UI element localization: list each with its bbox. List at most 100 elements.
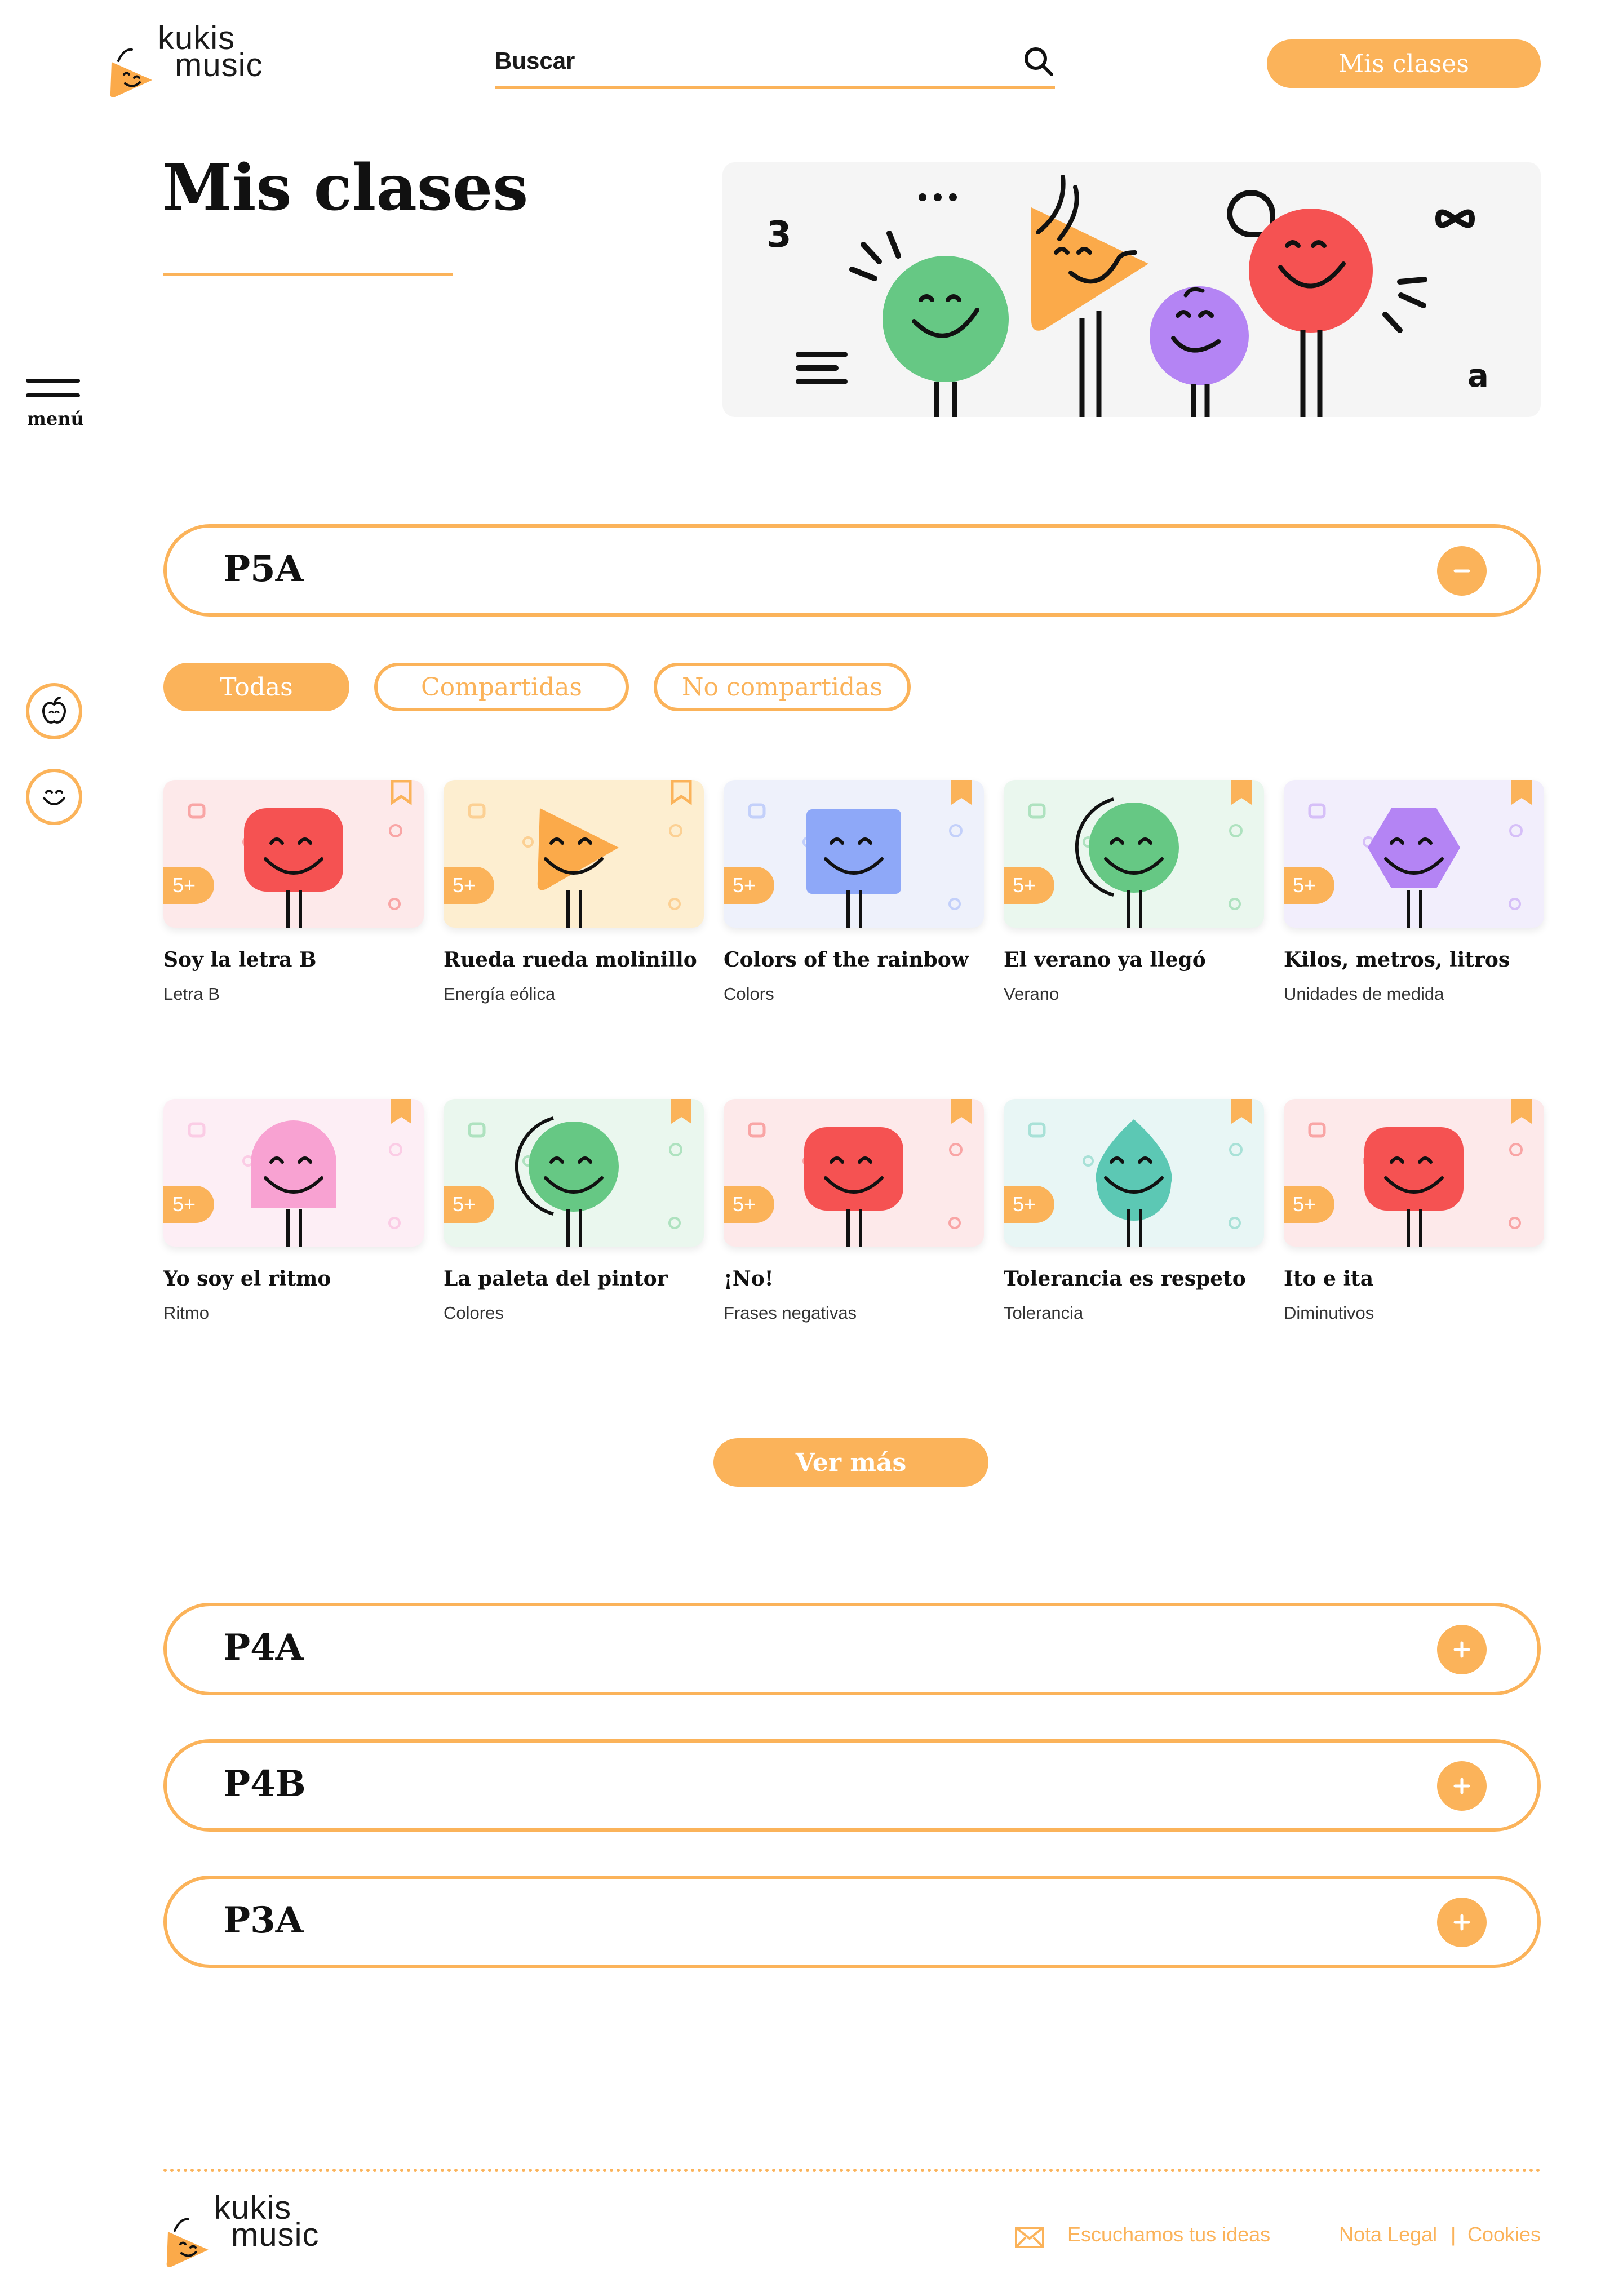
lesson-thumbnail[interactable]: 5+ [724,1099,984,1247]
class-accordion-p5a[interactable]: P5A [163,524,1541,617]
lesson-character-illustration [748,1122,963,1247]
bookmark-icon[interactable] [670,780,693,806]
lesson-subtitle: Ritmo [163,1303,209,1323]
expand-button[interactable] [1437,1625,1487,1674]
bookmark-icon[interactable] [390,1099,413,1125]
lesson-character-illustration [468,1116,682,1247]
footer-cookies-link[interactable]: Cookies [1467,2223,1541,2246]
lesson-title[interactable]: El verano ya llegó [1004,948,1206,972]
apple-icon [42,697,66,724]
ver-mas-button[interactable]: Ver más [713,1438,988,1487]
expand-button[interactable] [1437,1898,1487,1947]
hero-illustration: 3 a [722,162,1541,417]
search-icon[interactable] [1021,44,1055,78]
lesson-title[interactable]: Yo soy el ritmo [163,1267,331,1291]
footer-separator: | [1451,2223,1456,2246]
lesson-card[interactable]: 5+ ¡No! Frases negativas [724,1099,984,1323]
lesson-subtitle: Letra B [163,984,220,1004]
lesson-thumbnail[interactable]: 5+ [724,780,984,928]
lesson-subtitle: Verano [1004,984,1059,1004]
lesson-character-illustration [1308,1122,1523,1247]
lesson-thumbnail[interactable]: 5+ [163,780,424,928]
side-apple-button[interactable] [26,683,82,739]
lesson-character-illustration [748,803,963,928]
mis-clases-button[interactable]: Mis clases [1267,39,1541,88]
filter-no-compartidas[interactable]: No compartidas [654,663,911,711]
age-badge: 5+ [1284,867,1334,904]
lesson-character-illustration [1028,1119,1243,1247]
filter-compartidas[interactable]: Compartidas [374,663,629,711]
lesson-thumbnail[interactable]: 5+ [1004,1099,1264,1247]
age-badge: 5+ [1284,1186,1334,1223]
footer-logo[interactable]: kukis music [163,2192,332,2277]
footer-divider [163,2169,1541,2172]
lesson-thumbnail[interactable]: 5+ [163,1099,424,1247]
bookmark-icon[interactable] [950,780,973,806]
lesson-title[interactable]: Ito e ita [1284,1267,1374,1291]
bookmark-icon[interactable] [1510,780,1533,806]
collapse-button[interactable] [1437,546,1487,596]
lesson-thumbnail[interactable]: 5+ [1284,780,1544,928]
menu-line [26,379,80,383]
lesson-subtitle: Tolerancia [1004,1303,1084,1323]
bookmark-icon[interactable] [1230,780,1253,806]
search-input[interactable]: Buscar [495,47,575,74]
brand-wordmark: kukis music [158,22,263,83]
class-name: P3A [223,1899,304,1942]
expand-button[interactable] [1437,1761,1487,1811]
class-accordion-p4a[interactable]: P4A [163,1603,1541,1695]
minus-icon [1453,569,1470,573]
brand-line-2: music [231,2217,320,2253]
lesson-title[interactable]: Rueda rueda molinillo [444,948,697,972]
bookmark-icon[interactable] [1230,1099,1253,1125]
lesson-subtitle: Frases negativas [724,1303,857,1323]
menu-button[interactable]: menú [26,379,84,435]
lesson-card[interactable]: 5+ Soy la letra B Letra B [163,780,424,1004]
title-underline [163,273,453,276]
lesson-thumbnail[interactable]: 5+ [1004,780,1264,928]
age-badge: 5+ [724,867,774,904]
class-name: P4B [223,1763,306,1805]
lesson-character-illustration [468,803,682,928]
lesson-title[interactable]: Colors of the rainbow [724,948,969,972]
bookmark-icon[interactable] [390,780,413,806]
lesson-thumbnail[interactable]: 5+ [444,1099,704,1247]
brand-line-2: music [175,47,263,83]
bookmark-icon[interactable] [670,1099,693,1125]
bookmark-icon[interactable] [1510,1099,1533,1125]
lesson-character-illustration [188,1120,402,1247]
logo-mascot-icon [110,48,152,97]
brand-logo[interactable]: kukis music [107,22,276,107]
age-badge: 5+ [444,867,494,904]
footer-legal-link[interactable]: Nota Legal [1339,2223,1438,2246]
class-accordion-p3a[interactable]: P3A [163,1876,1541,1968]
side-smile-button[interactable] [26,769,82,825]
lesson-title[interactable]: Kilos, metros, litros [1284,948,1510,972]
footer-ideas-link[interactable]: Escuchamos tus ideas [1067,2223,1271,2246]
lesson-character-illustration [188,803,402,928]
mail-icon[interactable] [1014,2226,1045,2249]
logo-mascot-icon [166,2218,209,2267]
class-accordion-p4b[interactable]: P4B [163,1739,1541,1832]
lesson-thumbnail[interactable]: 5+ [1284,1099,1544,1247]
svg-text:3: 3 [766,214,792,256]
lesson-title[interactable]: La paleta del pintor [444,1267,668,1291]
lesson-title[interactable]: Soy la letra B [163,948,317,972]
search-bar[interactable]: Buscar [495,39,1055,89]
lesson-title[interactable]: Tolerancia es respeto [1004,1267,1246,1291]
lesson-thumbnail[interactable]: 5+ [444,780,704,928]
filter-todas[interactable]: Todas [163,663,349,711]
age-badge: 5+ [1004,867,1054,904]
lesson-title[interactable]: ¡No! [724,1267,774,1291]
bookmark-icon[interactable] [950,1099,973,1125]
lesson-subtitle: Diminutivos [1284,1303,1374,1323]
brand-wordmark: kukis music [214,2192,320,2253]
